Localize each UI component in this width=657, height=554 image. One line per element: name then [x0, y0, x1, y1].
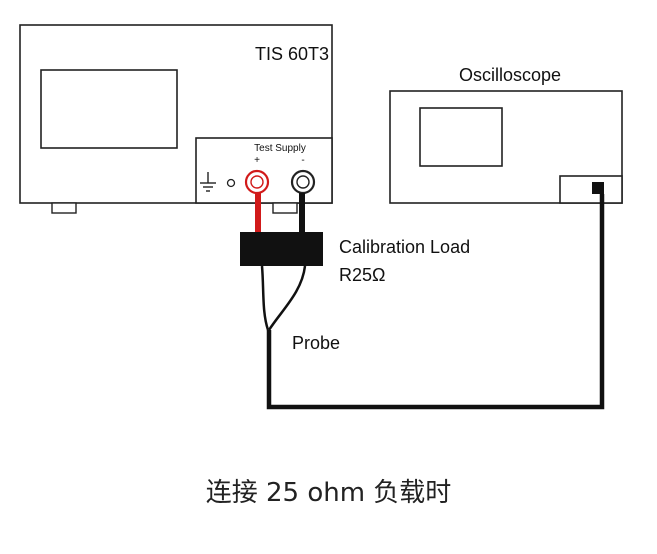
probe-wires	[260, 265, 307, 331]
probe-label: Probe	[292, 333, 340, 353]
oscilloscope-screen	[419, 107, 503, 167]
load-label-line1: Calibration Load	[339, 237, 470, 257]
generator-screen	[40, 69, 178, 149]
test-supply-label: Test Supply	[254, 143, 306, 154]
oscilloscope-input-panel	[559, 175, 623, 204]
positive-terminal-icon	[244, 169, 270, 195]
diagram-caption: 连接 25 ohm 负载时	[205, 478, 452, 508]
bnc-connector-icon	[592, 182, 604, 194]
ground-terminal-icon	[226, 178, 236, 188]
probe-cable	[266, 194, 605, 410]
generator-foot-left	[51, 202, 77, 214]
oscilloscope: Oscilloscope	[389, 65, 623, 204]
ground-icon	[200, 172, 216, 192]
calibration-load	[240, 232, 323, 266]
tis-generator: TIS 60T3 Test Supply + -	[19, 24, 333, 214]
plus-sign: +	[254, 155, 260, 166]
minus-sign: -	[301, 155, 304, 166]
load-label-line2: R25Ω	[339, 265, 385, 285]
negative-terminal-icon	[290, 169, 316, 195]
generator-foot-right	[272, 202, 298, 214]
generator-name: TIS 60T3	[255, 44, 329, 64]
oscilloscope-name: Oscilloscope	[459, 65, 561, 85]
